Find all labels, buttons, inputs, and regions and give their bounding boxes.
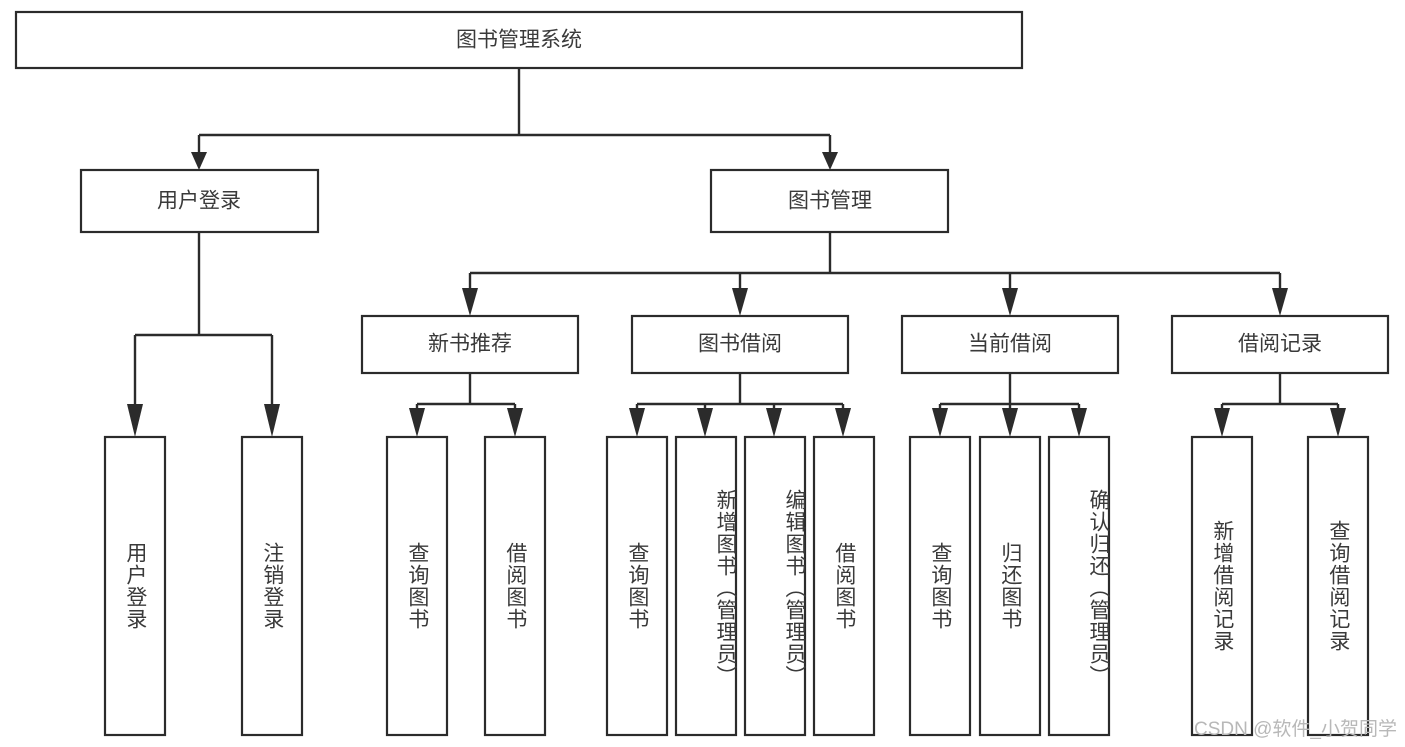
node-user-login-box[interactable]: [79, 168, 320, 234]
connectors-group: [127, 68, 1346, 437]
node-current-borrow-label: 当前借阅: [968, 333, 1052, 356]
node-leaf-box-book-borrow-1[interactable]: [674, 435, 738, 737]
arrow-to-leaf-currentborrow-3: [1071, 408, 1087, 437]
node-new-book-recommend-label: 新书推荐: [428, 333, 512, 356]
node-book-management-label: 图书管理: [788, 190, 872, 213]
node-current-borrow-box[interactable]: [900, 314, 1120, 375]
node-user-login-label: 用户登录: [157, 190, 241, 213]
node-leaf-box-new-book-0[interactable]: [385, 435, 449, 737]
arrow-to-leaf-borrowrecord-1: [1214, 408, 1230, 437]
arrow-to-leaf-newbook-2: [507, 408, 523, 437]
node-leaf-box-borrow-record-0[interactable]: [1190, 435, 1254, 737]
arrow-to-leaf-newbook-1: [409, 408, 425, 437]
node-root-label: 图书管理系统: [456, 29, 582, 52]
node-leaf-box-borrow-record-1[interactable]: [1306, 435, 1370, 737]
node-leaf-box-book-borrow-0[interactable]: [605, 435, 669, 737]
node-leaf-box-user-login-1[interactable]: [240, 435, 304, 737]
arrow-to-book-borrow: [732, 288, 748, 316]
node-leaf-box-current-borrow-1[interactable]: [978, 435, 1042, 737]
arrow-to-new-book: [462, 288, 478, 316]
node-leaf-box-book-borrow-2[interactable]: [743, 435, 807, 737]
horizontal-labels-group: 图书管理系统 用户登录 图书管理 新书推荐 图书借阅 当前借阅 借阅记录: [157, 29, 1322, 356]
arrow-to-leaf-borrowrecord-2: [1330, 408, 1346, 437]
arrow-to-leaf-currentborrow-1: [932, 408, 948, 437]
node-leaf-box-current-borrow-2[interactable]: [1047, 435, 1111, 737]
node-leaf-box-new-book-1[interactable]: [483, 435, 547, 737]
node-new-book-recommend-box[interactable]: [360, 314, 580, 375]
node-book-borrow-box[interactable]: [630, 314, 850, 375]
arrow-to-borrow-record: [1272, 288, 1288, 316]
arrow-to-current-borrow: [1002, 288, 1018, 316]
arrow-to-bookmgmt: [822, 152, 838, 170]
arrow-to-leaf-bookborrow-3: [766, 408, 782, 437]
arrow-to-leaf-user-login-1: [127, 404, 143, 437]
node-leaf-box-book-borrow-3[interactable]: [812, 435, 876, 737]
arrow-to-leaf-bookborrow-2: [697, 408, 713, 437]
arrow-to-leaf-user-login-2: [264, 404, 280, 437]
arrow-to-leaf-bookborrow-4: [835, 408, 851, 437]
node-borrow-record-box[interactable]: [1170, 314, 1390, 375]
node-book-management-box[interactable]: [709, 168, 950, 234]
node-leaf-box-current-borrow-0[interactable]: [908, 435, 972, 737]
node-leaf-box-user-login-0[interactable]: [103, 435, 167, 737]
node-borrow-record-label: 借阅记录: [1238, 333, 1322, 356]
arrow-to-userlogin: [191, 152, 207, 170]
node-boxes-group: [14, 10, 1390, 737]
node-book-borrow-label: 图书借阅: [698, 333, 782, 356]
node-root-box[interactable]: [14, 10, 1024, 70]
arrow-to-leaf-bookborrow-1: [629, 408, 645, 437]
arrow-to-leaf-currentborrow-2: [1002, 408, 1018, 437]
